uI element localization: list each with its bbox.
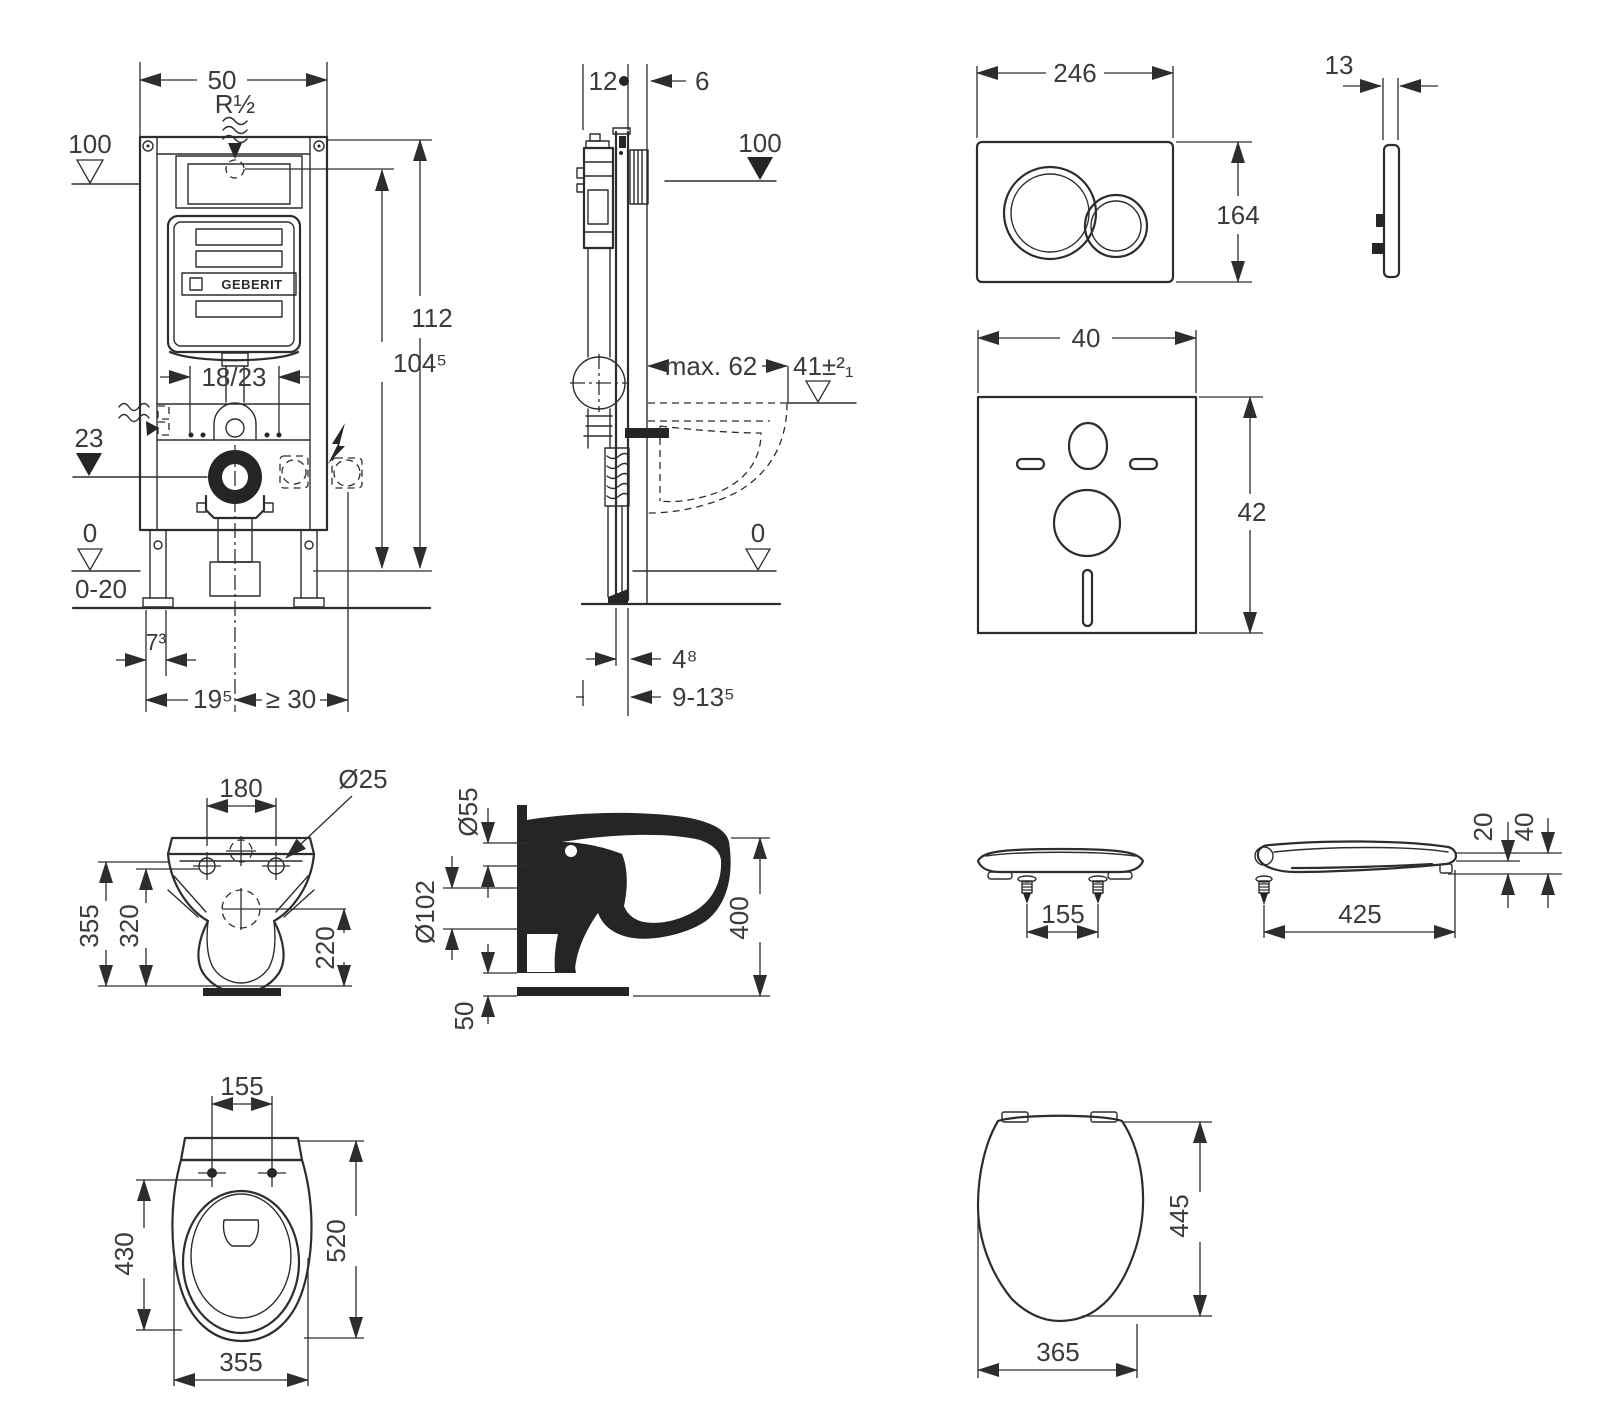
dim-drain-height: 220: [310, 926, 340, 969]
seat-side-profile: [1256, 840, 1458, 874]
dim-hole-spacing: 180: [219, 773, 262, 803]
dim-drain-offset: 19⁵: [193, 684, 233, 714]
dim-floor-zero-side: 0: [751, 518, 765, 548]
brand-label: GEBERIT: [221, 277, 282, 292]
flush-plate-front: 246 164: [975, 58, 1260, 284]
dim-rail-offset: 7³: [146, 629, 167, 655]
dim-min-offset: ≥ 30: [266, 684, 316, 714]
dim-inlet-diameter: Ø55: [453, 787, 483, 836]
flush-button-small: [1083, 193, 1149, 259]
dim-seat-height: 40: [1509, 813, 1539, 842]
flush-plate-profile: [1382, 143, 1401, 279]
frame-side-view: 12 6 100 max. 62 41±²₁ 0 4⁸ 9-13⁵: [570, 64, 857, 716]
flush-plate-side: 13: [1325, 50, 1438, 279]
dim-bowl-width: 355: [219, 1347, 262, 1377]
dim-supply-spacing: 18/23: [201, 362, 266, 392]
dim-floor-range: 0-20: [75, 574, 127, 604]
dim-plate-offset: 6: [695, 66, 709, 96]
dim-bowl-side-height: 400: [724, 896, 754, 939]
dim-seat-bolt-spacing: 155: [1041, 899, 1084, 929]
dim-bowl-height: 355: [74, 904, 104, 947]
dim-mat-width: 40: [1072, 323, 1101, 353]
dim-max-depth: max. 62: [665, 351, 758, 381]
dim-frame-height: 112: [411, 303, 452, 333]
dim-seat-thickness: 20: [1468, 813, 1498, 842]
dim-bowl-length: 520: [321, 1219, 351, 1262]
flush-button-large: [1002, 165, 1098, 261]
dim-seat-top-width: 365: [1036, 1337, 1079, 1367]
dim-datum-100-side: 100: [738, 128, 781, 158]
dim-wall-offset: 4⁸: [672, 644, 697, 674]
dim-inner-height: 104⁵: [393, 348, 447, 378]
dim-seat-length: 425: [1338, 899, 1381, 929]
seat-top-view: 445 365: [976, 1111, 1212, 1378]
bowl-top-view: 155 430 520 355: [109, 1071, 364, 1387]
dim-drain-level: 23: [75, 423, 104, 453]
bowl-side-view: Ø55 Ø102 400 50: [410, 787, 770, 1030]
dim-top-hole-spacing: 155: [220, 1071, 263, 1101]
water-supply-icon: [222, 116, 248, 144]
seat-bolt: [1088, 875, 1108, 938]
bowl-top-outline: [171, 1158, 313, 1343]
dim-seat-top-length: 445: [1164, 1194, 1194, 1237]
dim-range-offset: 9-13⁵: [672, 682, 735, 712]
dim-plate-width: 246: [1053, 58, 1096, 88]
dim-bowl-inner-length: 430: [109, 1232, 139, 1275]
cistern: [166, 214, 302, 354]
dim-base-height: 50: [449, 1002, 479, 1031]
seat-front-view: 155: [976, 847, 1145, 939]
hinge-hole: [565, 845, 577, 857]
dim-hole-diameter: Ø25: [338, 764, 387, 794]
mounting-frame: [138, 135, 329, 532]
bowl-section: [517, 805, 731, 973]
seat-side-view: 425 20 40: [1254, 813, 1562, 939]
dim-datum-100: 100: [68, 129, 111, 159]
seat-bolt: [1017, 875, 1037, 938]
dim-bowl-inner-height: 320: [114, 904, 144, 947]
dim-rail-depth: 12: [589, 66, 618, 96]
flush-water-icon: [118, 402, 150, 423]
seat-top-outline: [976, 1114, 1145, 1323]
dim-mat-height: 42: [1238, 497, 1267, 527]
bowl-support-bracket: [625, 428, 669, 438]
brand-logo-icon: [189, 277, 203, 291]
dim-floor-zero: 0: [83, 518, 97, 548]
bowl-front-view: 180 Ø25 355 320 220: [74, 764, 388, 996]
electric-icon: [328, 423, 345, 464]
dim-water-thread: R½: [215, 89, 255, 119]
dim-rim-height: 41±²₁: [793, 351, 854, 381]
flush-plate: [975, 140, 1175, 284]
frame-front-view: 50 R½ GEBERIT 18/23 23: [68, 62, 453, 714]
dim-outlet-diameter: Ø102: [410, 880, 440, 944]
dim-plate-depth: 13: [1325, 50, 1354, 80]
datum-triangle-filled: [76, 453, 102, 476]
sound-mat-view: 40 42: [976, 323, 1267, 635]
seat-bolt: [1255, 875, 1273, 938]
dim-frame-width: 50: [208, 65, 237, 95]
dim-plate-height: 164: [1216, 200, 1259, 230]
datum-triangle-open: [75, 159, 105, 185]
sound-mat: [976, 395, 1198, 635]
